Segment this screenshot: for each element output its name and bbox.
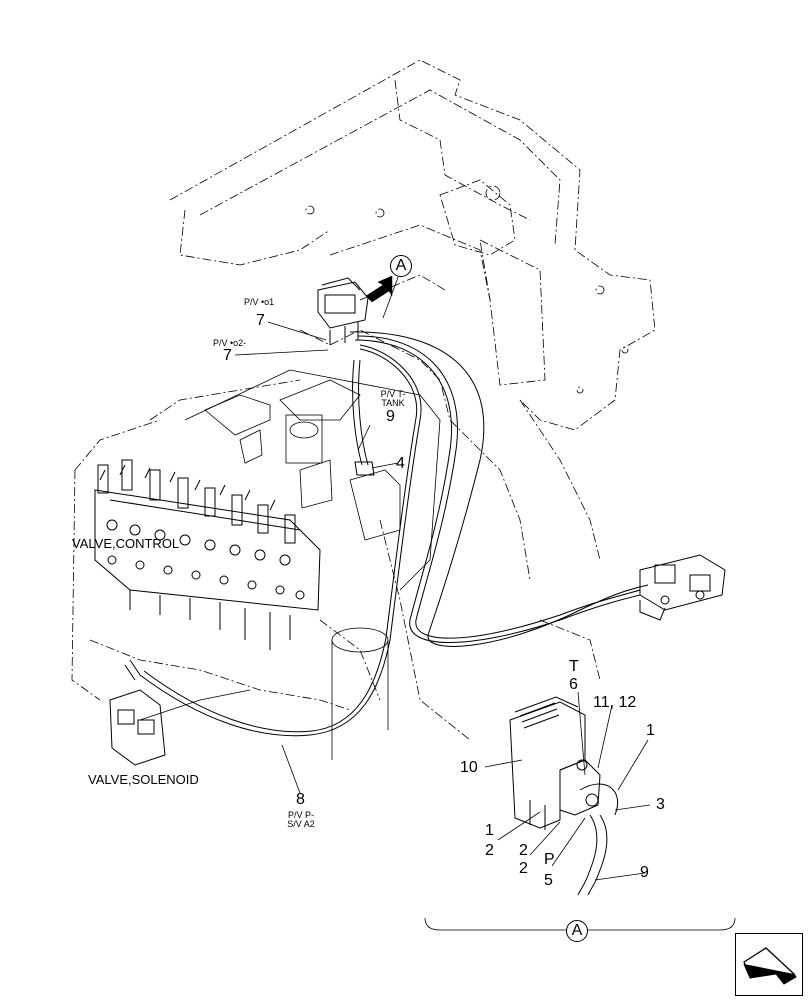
part-number-4: 4 xyxy=(396,455,405,472)
label-pv-t-line2: TANK xyxy=(381,398,405,408)
part-number-9-top: 9 xyxy=(386,408,395,425)
part-number-2b: 2 xyxy=(519,842,528,859)
part-number-11-12: 11, 12 xyxy=(593,694,637,711)
part-number-2c: 2 xyxy=(519,860,528,877)
solenoid-valve-lower-left xyxy=(109,659,166,766)
port-label-p: P xyxy=(544,851,555,868)
leader-lines xyxy=(234,271,651,881)
part-number-6: 6 xyxy=(569,676,578,693)
part-number-8: 8 xyxy=(296,791,305,808)
part-number-2a: 2 xyxy=(485,842,494,859)
label-pv-p-line1: P/V P- xyxy=(287,810,314,820)
label-valve-solenoid: VALVE,SOLENOID xyxy=(88,772,199,787)
part-number-10: 10 xyxy=(460,759,478,776)
solenoid-valve-upper xyxy=(317,277,369,345)
part-number-1-left: 1 xyxy=(485,822,494,839)
machine-frame xyxy=(71,59,656,741)
next-page-icon xyxy=(743,947,797,985)
label-valve-control: VALVE,CONTROL xyxy=(72,536,180,551)
label-pv-o2: P/V •o2- xyxy=(213,338,247,348)
label-pv-p-sv-a2: P/V P- S/V A2 xyxy=(283,811,319,829)
part-number-9-bottom: 9 xyxy=(640,864,649,881)
detail-callout-a: A xyxy=(566,920,588,942)
label-pv-o1: P/V •o1 xyxy=(244,297,275,307)
hoses xyxy=(139,331,649,737)
view-callout-a: A xyxy=(390,255,412,277)
part-number-7a: 7 xyxy=(256,312,265,329)
label-pv-t-line1: P/V T- xyxy=(380,389,406,399)
part-number-3: 3 xyxy=(656,796,665,813)
part-number-7b: 7 xyxy=(223,347,232,364)
next-page-button[interactable] xyxy=(735,933,803,996)
label-pv-p-line2: S/V A2 xyxy=(287,819,315,829)
control-valve-bank xyxy=(94,459,321,650)
arrow-icon xyxy=(365,275,393,303)
part-number-5: 5 xyxy=(544,872,553,889)
detail-view xyxy=(509,696,619,896)
label-pv-t-tank: P/V T- TANK xyxy=(376,390,410,408)
solenoid-valve-right xyxy=(639,554,726,621)
part-number-1-right: 1 xyxy=(646,722,655,739)
port-label-t: T xyxy=(569,658,579,675)
